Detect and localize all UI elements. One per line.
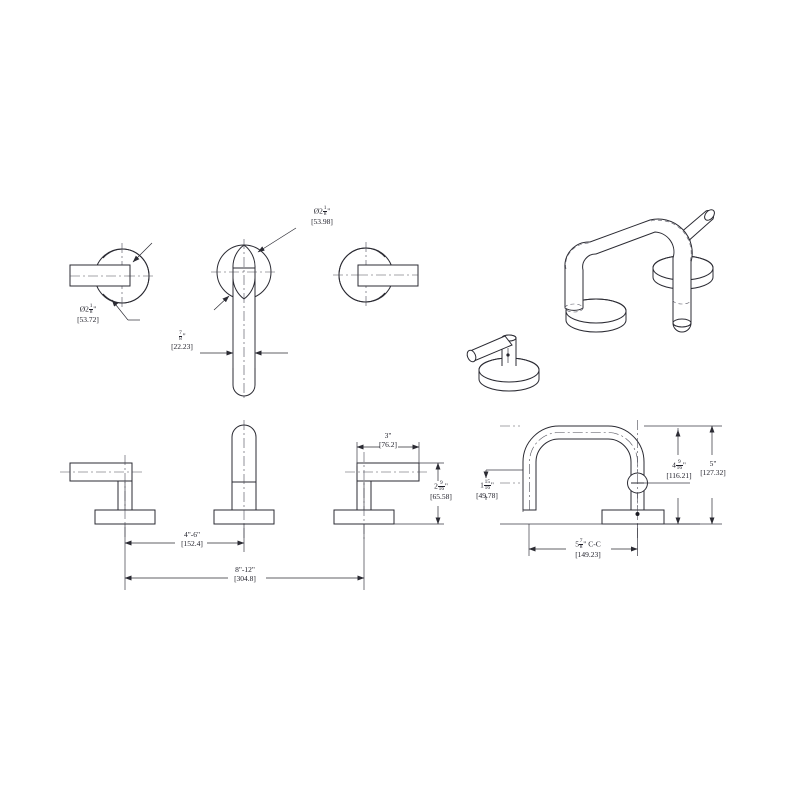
plan-view-left-handle (70, 242, 155, 321)
isometric-view-assembly (466, 208, 717, 391)
dimension-handle-length: 3" [76.2] (378, 431, 398, 449)
spread-dimension-chain (124, 524, 365, 590)
elevation-front-gooseneck (483, 420, 722, 556)
elevation-spout-rear (214, 420, 274, 540)
elevation-left-handle (60, 455, 155, 540)
dimension-overall-height: 5" [127.32] (700, 459, 726, 477)
plan-view-spout (200, 227, 297, 400)
dimension-overall-spread: 8"-12" [304.8] (234, 565, 256, 583)
plan-view-right-handle (333, 242, 418, 308)
dimension-handle-to-spout-spread: 4"-6" [152.4] (181, 530, 203, 548)
